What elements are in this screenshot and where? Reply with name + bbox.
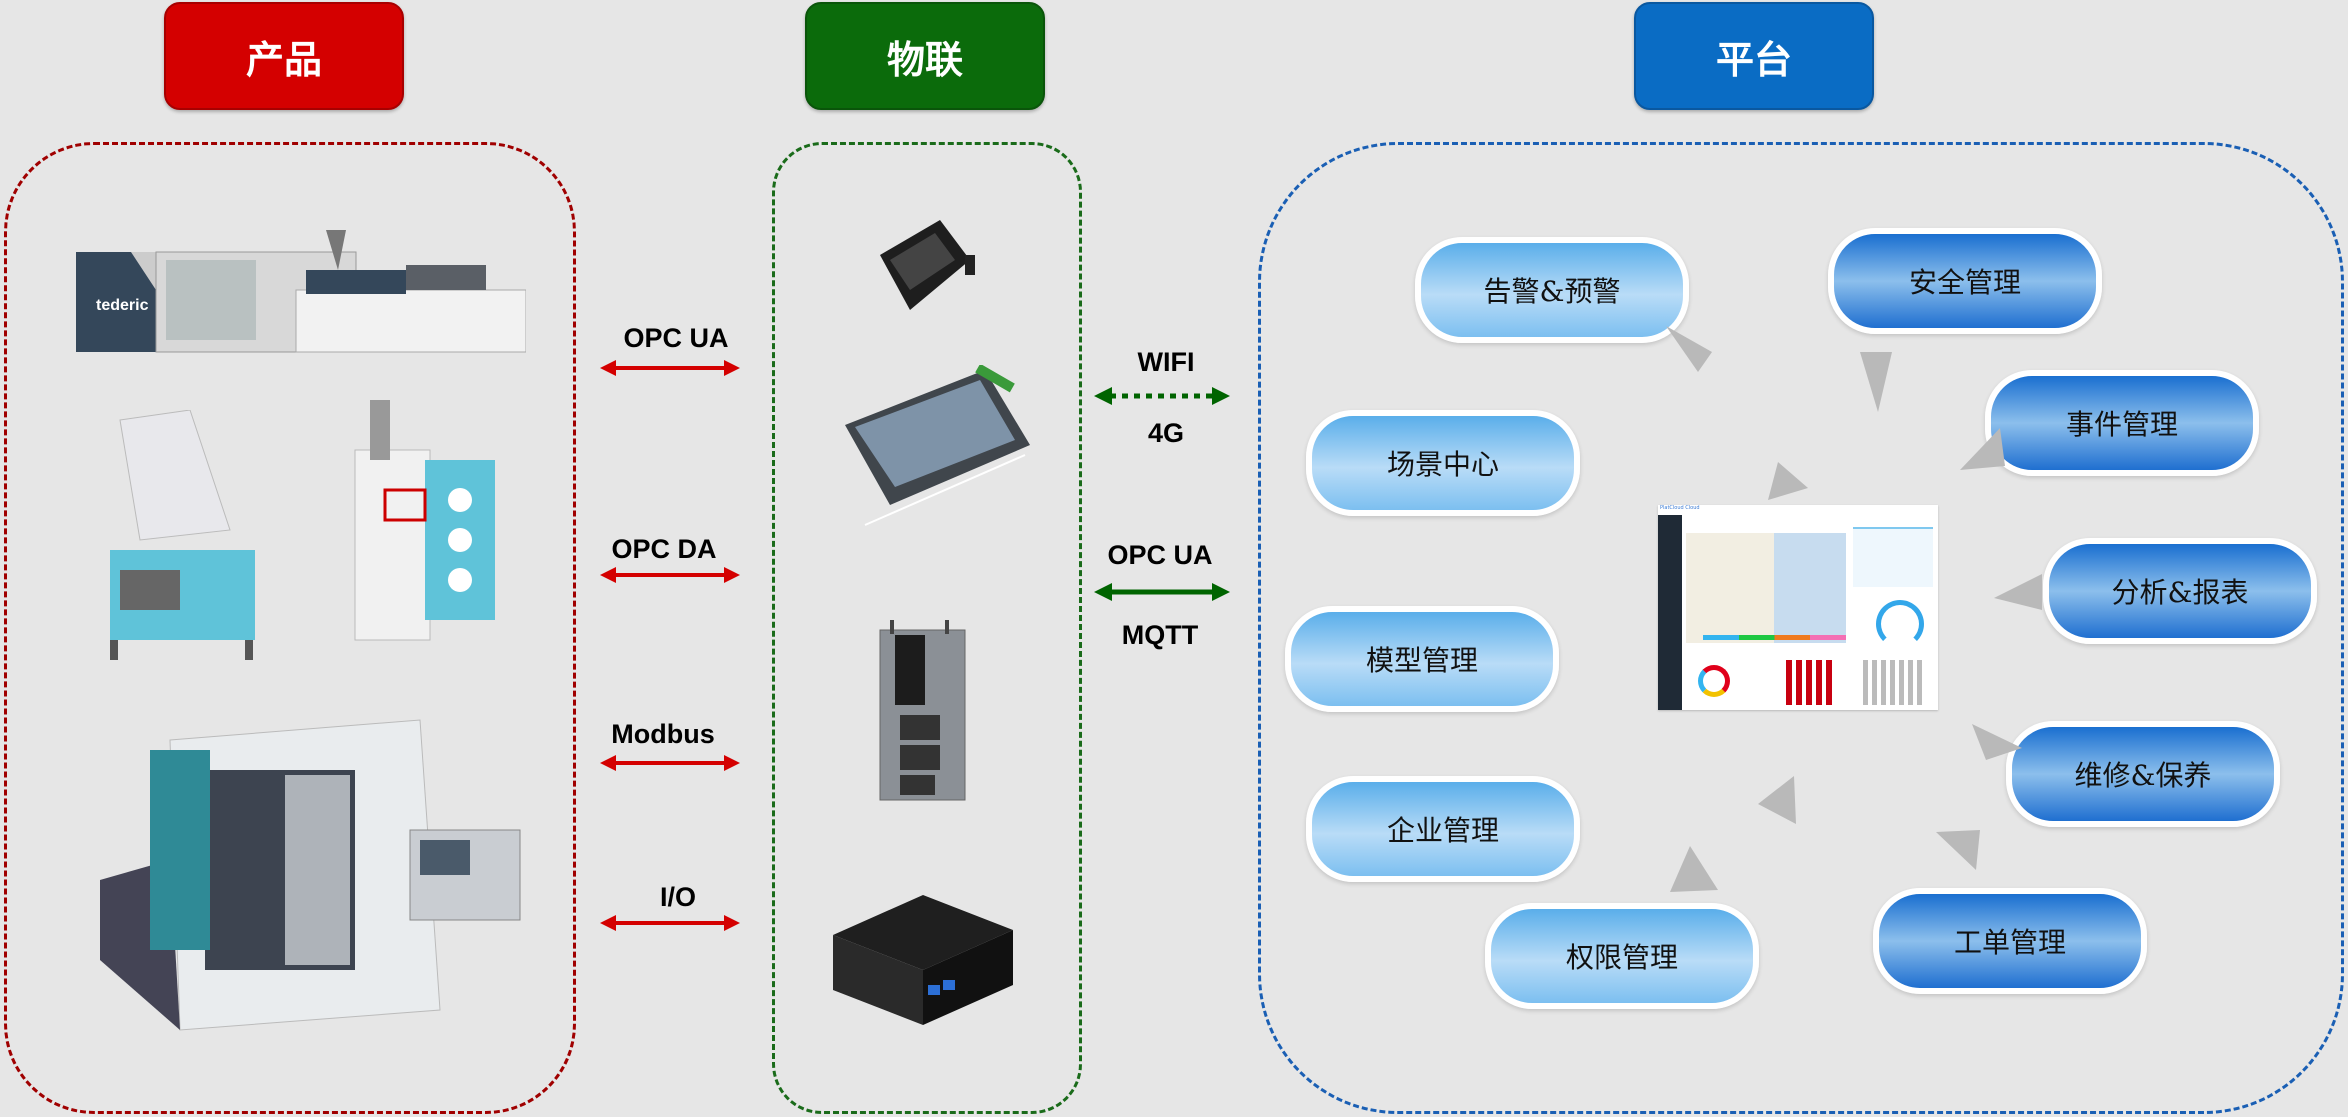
iot-zone bbox=[772, 142, 1082, 1114]
module-analysis-report[interactable]: 分析&报表 bbox=[2043, 538, 2317, 644]
connector-arrow-icon bbox=[1758, 776, 1796, 824]
module-alarm-warning[interactable]: 告警&预警 bbox=[1415, 237, 1689, 343]
header-product: 产品 bbox=[164, 2, 404, 110]
machine-brand-text: tederic bbox=[96, 297, 149, 314]
module-event-management[interactable]: 事件管理 bbox=[1985, 370, 2259, 476]
protocol-label-io: I/O bbox=[659, 882, 696, 912]
protocol-label-opc-da: OPC DA bbox=[611, 534, 717, 564]
dashboard-stacked-bars bbox=[1863, 660, 1923, 705]
link-label-4g: 4G bbox=[1147, 418, 1185, 448]
module-maintenance[interactable]: 维修&保养 bbox=[2006, 721, 2280, 827]
cnc-machining-center bbox=[90, 710, 530, 1040]
dehumidifying-dryer bbox=[350, 400, 500, 650]
link-label-opc-ua: OPC UA bbox=[1107, 540, 1213, 570]
industrial-gateway bbox=[875, 620, 975, 805]
protocol-label-opc-ua: OPC UA bbox=[623, 323, 729, 353]
dashboard-line-chart bbox=[1853, 527, 1933, 587]
connector-arrow-icon bbox=[1936, 830, 1980, 870]
module-permission-management[interactable]: 权限管理 bbox=[1485, 903, 1759, 1009]
module-work-order-management[interactable]: 工单管理 bbox=[1873, 888, 2147, 994]
module-security-management[interactable]: 安全管理 bbox=[1828, 228, 2102, 334]
solid-double-arrow-wired bbox=[1094, 583, 1230, 601]
header-iot: 物联 bbox=[805, 2, 1045, 110]
double-arrow-modbus bbox=[600, 755, 740, 771]
injection-molding-machine: tederic bbox=[76, 230, 527, 355]
double-arrow-opc-ua bbox=[600, 360, 740, 376]
dashboard-gauge bbox=[1876, 600, 1924, 648]
dashboard-donut bbox=[1698, 665, 1730, 697]
dotted-double-arrow-wireless bbox=[1094, 387, 1230, 405]
granulator bbox=[100, 409, 260, 660]
edge-mini-pc bbox=[828, 890, 1018, 1030]
dashboard-progress-strip bbox=[1703, 635, 1846, 640]
platform-dashboard-preview: PlatCloud Cloud bbox=[1658, 505, 1938, 710]
module-model-management[interactable]: 模型管理 bbox=[1285, 606, 1559, 712]
link-label-mqtt: MQTT bbox=[1121, 620, 1199, 650]
header-platform: 平台 bbox=[1634, 2, 1874, 110]
connector-arrow-icon bbox=[1670, 846, 1718, 892]
connector-arrow-icon bbox=[1972, 724, 2022, 760]
module-scene-center[interactable]: 场景中心 bbox=[1306, 410, 1580, 516]
connector-arrow-icon bbox=[1860, 352, 1892, 412]
dashboard-bar-chart bbox=[1786, 660, 1836, 705]
dashboard-map bbox=[1686, 533, 1846, 643]
protocol-label-modbus: Modbus bbox=[611, 719, 715, 749]
module-enterprise-management[interactable]: 企业管理 bbox=[1306, 776, 1580, 882]
dashboard-title: PlatCloud Cloud bbox=[1660, 505, 1700, 511]
connector-arrow-icon bbox=[1960, 428, 2005, 470]
sensor-module bbox=[870, 215, 980, 325]
connector-arrow-icon bbox=[1768, 462, 1808, 500]
link-label-wifi: WIFI bbox=[1137, 347, 1195, 377]
double-arrow-io bbox=[600, 915, 740, 931]
connector-arrow-icon bbox=[1994, 574, 2042, 610]
platform-zone bbox=[1258, 142, 2344, 1114]
double-arrow-opc-da bbox=[600, 567, 740, 583]
product-zone bbox=[4, 142, 576, 1114]
serial-server bbox=[835, 363, 1035, 535]
dashboard-sidebar bbox=[1658, 515, 1682, 710]
connector-arrow-icon bbox=[1666, 326, 1712, 372]
